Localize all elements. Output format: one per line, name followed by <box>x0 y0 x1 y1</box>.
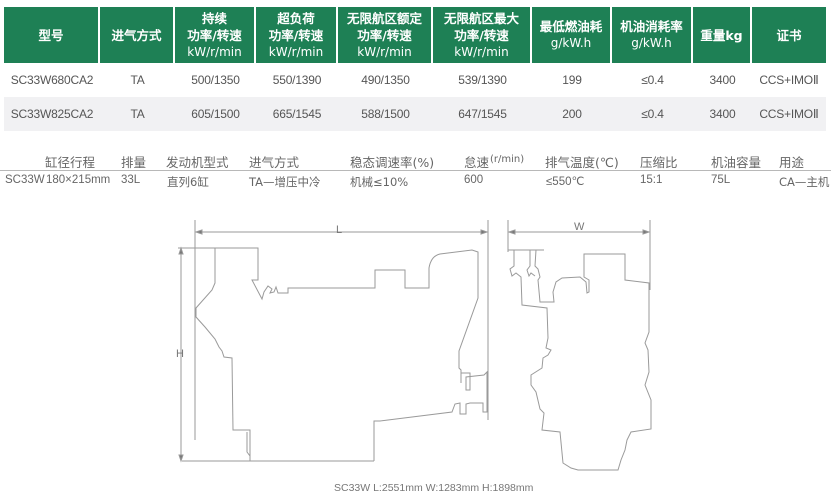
cell-overload-power: 550/1390 <box>272 73 322 87</box>
param-bore-stroke: 180×215mm <box>46 174 111 186</box>
header-unit: kW/r/min <box>187 44 242 59</box>
cell-model: SC33W825CA2 <box>10 107 94 121</box>
side-view-outline <box>178 220 489 463</box>
cell-intake: TA <box>130 107 145 121</box>
param-header-compression-ratio: 压缩比 <box>640 155 678 170</box>
header-sub: 功率/转速 <box>187 27 242 43</box>
table-row: SC33W680CA2 TA 500/1350 550/1390 490/135… <box>4 63 826 97</box>
dimension-label-height: H <box>176 348 184 360</box>
cell-continuous-power: 605/1500 <box>191 107 240 121</box>
param-header-idle-unit: (r/min) <box>490 154 525 165</box>
param-header-usage: 用途 <box>779 155 805 170</box>
cell-model: SC33W680CA2 <box>10 73 94 87</box>
cell-continuous-power: 500/1350 <box>191 73 240 87</box>
param-usage: CA—主机 <box>779 175 830 189</box>
header-sub: 功率/转速 <box>268 27 324 43</box>
param-header-governing-rate: 稳态调速率(%) <box>350 155 435 170</box>
param-oil-capacity: 75L <box>711 174 731 186</box>
param-header-oil-capacity: 机油容量 <box>711 155 762 170</box>
cell-unlimited-max-power: 539/1390 <box>458 73 507 87</box>
header-unit: kW/r/min <box>454 44 509 59</box>
cell-weight: 3400 <box>709 73 736 87</box>
header-unit: g/kW.h <box>631 36 672 50</box>
param-compression-ratio: 15:1 <box>640 174 663 186</box>
cell-min-fuel-consumption: 200 <box>562 107 582 121</box>
header-unlimited-rated-power: 无限航区额定 功率/转速 kW/r/min <box>338 7 433 63</box>
param-header-exhaust-temp: 排气温度(℃) <box>545 155 619 170</box>
param-exhaust-temp: ≤550℃ <box>546 176 585 188</box>
param-idle-speed: 600 <box>464 174 484 186</box>
cell-oil-consumption: ≤0.4 <box>641 73 664 87</box>
header-title: 最低燃油耗 <box>539 19 603 34</box>
header-certificate: 证书 <box>752 7 826 63</box>
param-model: SC33W <box>5 174 45 186</box>
param-header-bore-stroke: 缸径行程 <box>45 155 96 170</box>
param-header-intake: 进气方式 <box>249 155 300 170</box>
header-weight: 重量kg <box>693 7 752 63</box>
param-header-displacement: 排量 <box>121 155 147 170</box>
header-model: 型号 <box>4 7 100 63</box>
header-continuous-power: 持续 功率/转速 kW/r/min <box>175 7 256 63</box>
header-unit: kW/r/min <box>268 44 324 59</box>
dimension-caption: SC33W L:2551mm W:1283mm H:1898mm <box>334 482 534 494</box>
header-title: 无限航区额定 <box>346 10 422 26</box>
header-title: 证书 <box>776 27 802 43</box>
param-governing-rate: 机械≤10% <box>350 175 409 189</box>
front-view-outline <box>507 220 652 471</box>
table-row: SC33W825CA2 TA 605/1500 665/1545 588/150… <box>4 97 826 131</box>
cell-certificate: CCS+IMOⅡ <box>759 73 819 87</box>
cell-min-fuel-consumption: 199 <box>562 73 582 87</box>
header-unit: g/kW.h <box>550 36 592 50</box>
header-sub: 功率/转速 <box>454 27 509 43</box>
cell-overload-power: 665/1545 <box>272 107 322 121</box>
param-header-engine-type: 发动机型式 <box>166 155 229 170</box>
divider <box>0 170 831 171</box>
param-displacement: 33L <box>121 174 141 186</box>
header-sub: 功率/转速 <box>357 27 412 43</box>
header-title: 超负荷 <box>277 10 315 26</box>
header-overload-power: 超负荷 功率/转速 kW/r/min <box>256 7 338 63</box>
header-title: 进气方式 <box>111 27 162 43</box>
cell-unlimited-rated-power: 490/1350 <box>361 73 410 87</box>
header-title: 持续 <box>201 10 227 26</box>
spec-table-header: 型号 进气方式 持续 功率/转速 kW/r/min 超负荷 功率/转速 kW/r… <box>4 7 826 63</box>
spec-table: 型号 进气方式 持续 功率/转速 kW/r/min 超负荷 功率/转速 kW/r… <box>4 7 826 131</box>
dimension-label-width: W <box>574 221 585 233</box>
header-unlimited-max-power: 无限航区最大 功率/转速 kW/r/min <box>433 7 532 63</box>
dimension-label-length: L <box>336 224 343 236</box>
header-title: 型号 <box>38 27 64 43</box>
header-min-fuel-consumption: 最低燃油耗 g/kW.h <box>532 7 612 63</box>
header-title: 重量kg <box>700 27 743 43</box>
cell-certificate: CCS+IMOⅡ <box>759 107 819 121</box>
parameter-headers: 缸径行程 排量 发动机型式 进气方式 稳态调速率(%) 怠速 (r/min) 排… <box>0 148 831 170</box>
cell-unlimited-rated-power: 588/1500 <box>361 107 410 121</box>
cell-unlimited-max-power: 647/1545 <box>458 107 507 121</box>
cell-weight: 3400 <box>709 107 736 121</box>
header-unit: kW/r/min <box>357 44 412 59</box>
cell-oil-consumption: ≤0.4 <box>641 107 664 121</box>
parameter-values: SC33W 180×215mm 33L 直列6缸 TA—增压中冷 机械≤10% … <box>0 170 831 192</box>
header-intake: 进气方式 <box>100 7 175 63</box>
param-engine-type: 直列6缸 <box>167 175 209 189</box>
header-title: 机油消耗率 <box>620 19 683 34</box>
header-title: 无限航区最大 <box>443 10 519 26</box>
engine-parameters: 缸径行程 排量 发动机型式 进气方式 稳态调速率(%) 怠速 (r/min) 排… <box>0 148 831 192</box>
param-header-idle-speed: 怠速 <box>464 155 490 170</box>
header-oil-consumption: 机油消耗率 g/kW.h <box>612 7 693 63</box>
cell-intake: TA <box>130 73 145 87</box>
param-intake: TA—增压中冷 <box>249 175 321 189</box>
